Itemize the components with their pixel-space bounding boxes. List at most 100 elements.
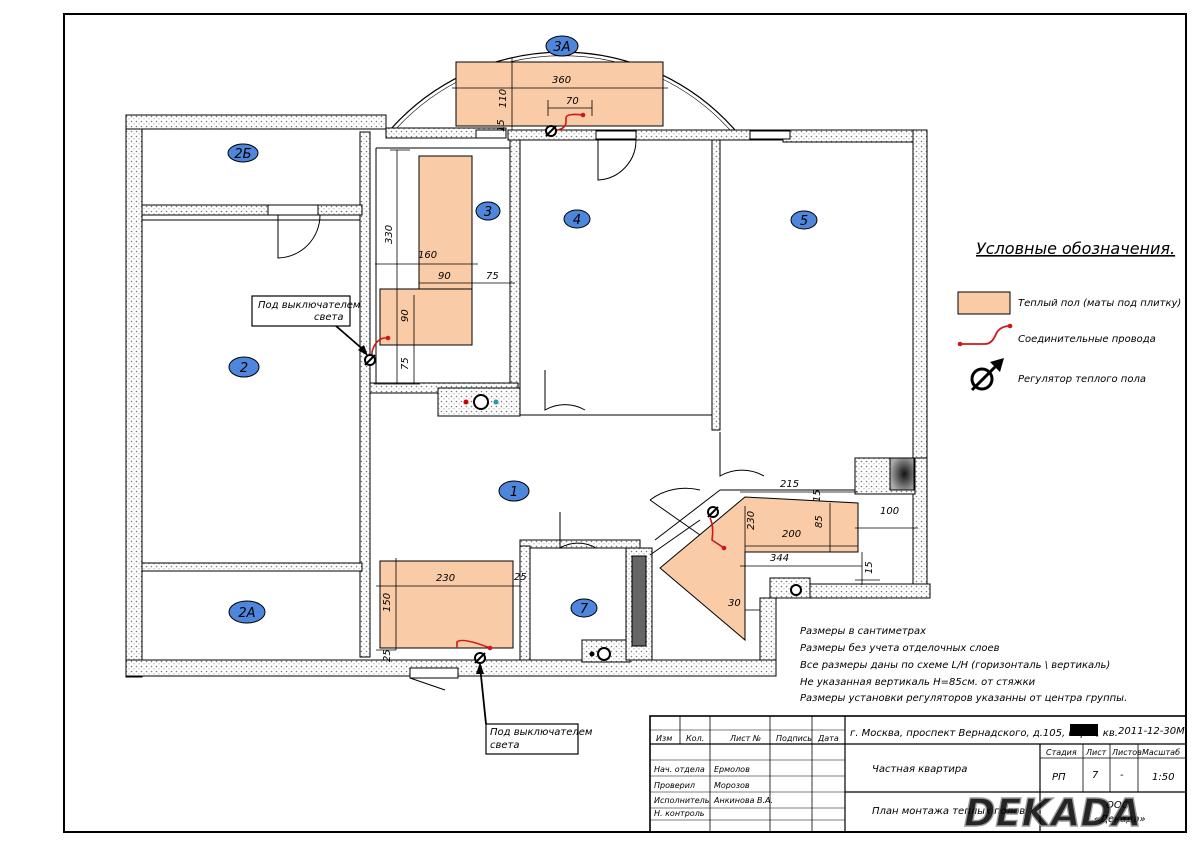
dim-215: 215 xyxy=(780,479,799,490)
tb-org-line2: «Декада» xyxy=(1094,814,1146,825)
dim-90-horizontal: 90 xyxy=(438,271,451,282)
dim-15-bottom: 15 xyxy=(864,561,875,574)
note-2: Размеры без учета отделочных слоев xyxy=(800,642,1000,654)
room-markers xyxy=(227,35,818,624)
dim-230-horizontal: 230 xyxy=(436,573,455,584)
tb-role-1: Проверил xyxy=(654,781,695,790)
mat-room-1 xyxy=(379,560,514,649)
dim-70: 70 xyxy=(566,96,579,107)
tb-scale: 1:50 xyxy=(1152,772,1174,783)
room-labels: 3А 2Б 3 4 5 2 1 2А 7 xyxy=(234,40,808,621)
note-4: Не указанная вертикаль Н=85см. от стяжки xyxy=(800,677,1036,688)
room-label-5: 5 xyxy=(800,214,808,229)
callout-switch-top: Под выключателем света xyxy=(251,295,368,356)
dim-15-right: 15 xyxy=(812,489,823,502)
note-5: Размеры установки регуляторов указанны о… xyxy=(800,693,1127,704)
room-marker-4 xyxy=(563,209,591,229)
tb-stage: РП xyxy=(1052,772,1066,783)
tb-name-1: Морозов xyxy=(714,781,750,790)
notes: Размеры в сантиметрах Размеры без учета … xyxy=(800,626,1127,704)
tb-role-0: Нач. отдела xyxy=(654,765,705,774)
title-block xyxy=(649,715,1187,833)
legend-swatch-mat xyxy=(957,291,1011,315)
tb-sheets-header: Листов xyxy=(1111,748,1142,757)
dim-25-bottom: 25 xyxy=(382,649,393,662)
room-marker-7 xyxy=(570,598,598,618)
fixtures xyxy=(463,394,915,661)
mat-room-3a xyxy=(455,61,664,127)
tb-object-name: Частная квартира xyxy=(872,764,967,775)
exterior-walls xyxy=(125,114,931,678)
tb-name-2: Анкинова В.А. xyxy=(713,796,773,805)
legend-label-mat: Теплый пол (маты под плитку) xyxy=(1018,298,1181,309)
dim-85: 85 xyxy=(814,515,825,528)
room-label-3a: 3А xyxy=(553,40,570,55)
svg-text:света: света xyxy=(490,740,520,751)
dim-15-top: 15 xyxy=(496,119,507,132)
svg-text:света: света xyxy=(314,312,344,323)
tb-stage-header: Стадия xyxy=(1046,748,1077,757)
tb-col-sign: Подпись xyxy=(776,734,812,743)
room-marker-2a xyxy=(228,600,266,624)
room-label-3: 3 xyxy=(484,205,492,220)
tb-col-kol: Кол. xyxy=(686,734,704,743)
title-block-text: Изм Кол. Лист № Подпись Дата Нач. отдела… xyxy=(654,726,1185,825)
dim-30: 30 xyxy=(728,598,741,609)
room-marker-1 xyxy=(498,480,530,502)
legend-label-thermostat: Регулятор теплого пола xyxy=(1018,374,1146,385)
wire-endpoint-0 xyxy=(580,112,586,118)
dim-100: 100 xyxy=(880,506,899,517)
tb-address: г. Москва, проспект Вернадского, д.105, … xyxy=(850,728,1118,739)
dim-230-vertical: 230 xyxy=(746,511,757,530)
windows xyxy=(267,129,791,679)
legend-swatch-wire xyxy=(960,325,1011,345)
legend: Условные обозначения. Теплый пол (маты п… xyxy=(957,239,1181,392)
dimension-labels: 360 110 70 15 330 160 90 75 90 75 215 15… xyxy=(382,75,899,662)
legend-title: Условные обозначения. xyxy=(976,239,1175,258)
tb-org-line1: ООО xyxy=(1106,800,1130,811)
heated-floor-mats xyxy=(379,61,859,649)
room-marker-3a xyxy=(545,35,579,57)
legend-thermostat-icon xyxy=(970,358,1004,392)
dim-200: 200 xyxy=(782,529,801,540)
tb-col-list: Лист № xyxy=(729,734,761,743)
dim-110: 110 xyxy=(498,89,509,108)
dim-75-vertical: 75 xyxy=(400,357,411,370)
dim-75-horizontal: 75 xyxy=(486,271,499,282)
mat-room-6 xyxy=(659,496,859,642)
wire-endpoints xyxy=(385,112,727,651)
wire-endpoint-2 xyxy=(487,645,493,651)
tb-name-0: Ермолов xyxy=(714,765,750,774)
tb-col-izm: Изм xyxy=(656,734,672,743)
room-marker-5 xyxy=(790,210,818,230)
room-label-2b: 2Б xyxy=(234,147,251,162)
dim-344: 344 xyxy=(770,553,789,564)
tb-role-2: Исполнитель xyxy=(654,796,710,805)
dim-330: 330 xyxy=(384,225,395,244)
tb-sheet-header: Лист xyxy=(1085,748,1107,757)
svg-text:Под выключателем: Под выключателем xyxy=(258,300,361,311)
legend-label-wire: Соединительные провода xyxy=(1018,334,1156,345)
tb-col-date: Дата xyxy=(817,734,839,743)
callout-switch-bottom: Под выключателем света xyxy=(476,662,593,755)
dim-90-vertical: 90 xyxy=(400,309,411,322)
tb-sheet-title: План монтажа теплых полов xyxy=(872,806,1025,817)
tb-code: 2011-12-30М xyxy=(1118,726,1185,737)
svg-text:Под выключателем: Под выключателем xyxy=(490,727,593,738)
room-label-4: 4 xyxy=(573,213,581,228)
thermostat-icons xyxy=(364,125,719,664)
dim-360: 360 xyxy=(552,75,571,86)
mat-room-3-lower xyxy=(379,288,473,346)
drawing-frame xyxy=(63,13,1187,833)
dimension-lines xyxy=(374,58,918,651)
dim-160: 160 xyxy=(418,250,437,261)
room-marker-3 xyxy=(475,201,501,221)
dim-25-right: 25 xyxy=(514,572,527,583)
doors xyxy=(277,139,765,691)
dim-150: 150 xyxy=(382,593,393,612)
watermark: DEKADA xyxy=(964,791,1141,835)
room-marker-2b xyxy=(227,143,259,163)
tb-sheets: - xyxy=(1120,770,1124,781)
tb-role-3: Н. контроль xyxy=(654,809,705,818)
